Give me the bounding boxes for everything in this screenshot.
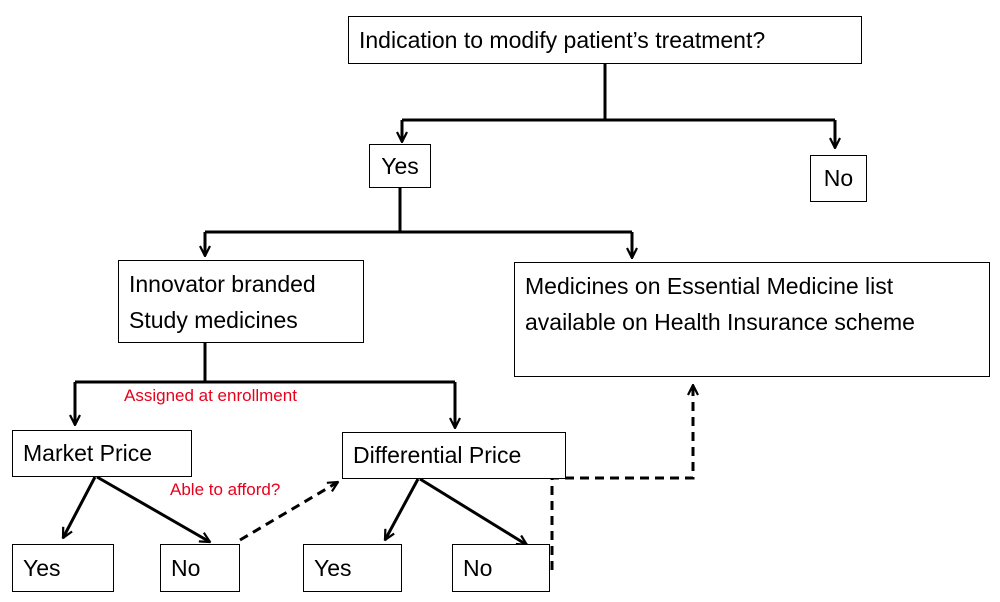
yes-top-text: Yes xyxy=(381,153,419,179)
market-yes-text: Yes xyxy=(23,555,61,581)
innovator-box: Innovator branded Study medicines xyxy=(118,260,364,343)
arrow-diff-to-no xyxy=(419,477,527,545)
essential-medicines-box: Medicines on Essential Medicine list ava… xyxy=(514,262,990,377)
diff-yes-text: Yes xyxy=(314,555,352,581)
question-text: Indication to modify patient’s treatment… xyxy=(359,27,766,53)
no-top-text: No xyxy=(823,165,854,191)
arrow-diff-to-yes xyxy=(383,478,420,540)
essential-line-2: available on Health Insurance scheme xyxy=(525,309,915,335)
able-to-afford-label: Able to afford? xyxy=(170,480,281,499)
innovator-line-1: Innovator branded xyxy=(129,271,316,297)
market-no-text: No xyxy=(171,555,201,581)
essential-line-1: Medicines on Essential Medicine list xyxy=(525,273,894,299)
diff-no-box: No xyxy=(452,544,550,592)
diff-no-text: No xyxy=(463,555,493,581)
diff-yes-box: Yes xyxy=(303,544,402,592)
arrow-market-to-no xyxy=(96,475,210,544)
arrow-market-to-yes xyxy=(61,476,97,538)
question-box: Indication to modify patient’s treatment… xyxy=(348,16,862,64)
market-price-text: Market Price xyxy=(23,440,153,466)
market-no-box: No xyxy=(160,544,240,592)
no-box-top: No xyxy=(810,155,867,202)
market-price-box: Market Price xyxy=(12,430,192,477)
dashed-arrow-no-to-essential xyxy=(550,385,693,570)
yes-box-top: Yes xyxy=(369,144,431,188)
differential-price-text: Differential Price xyxy=(353,442,522,468)
market-yes-box: Yes xyxy=(12,544,114,592)
dashed-arrow-no-to-differential xyxy=(239,480,338,542)
differential-price-box: Differential Price xyxy=(342,432,566,479)
innovator-line-2: Study medicines xyxy=(129,307,298,333)
assigned-at-enrollment-label: Assigned at enrollment xyxy=(124,386,297,405)
